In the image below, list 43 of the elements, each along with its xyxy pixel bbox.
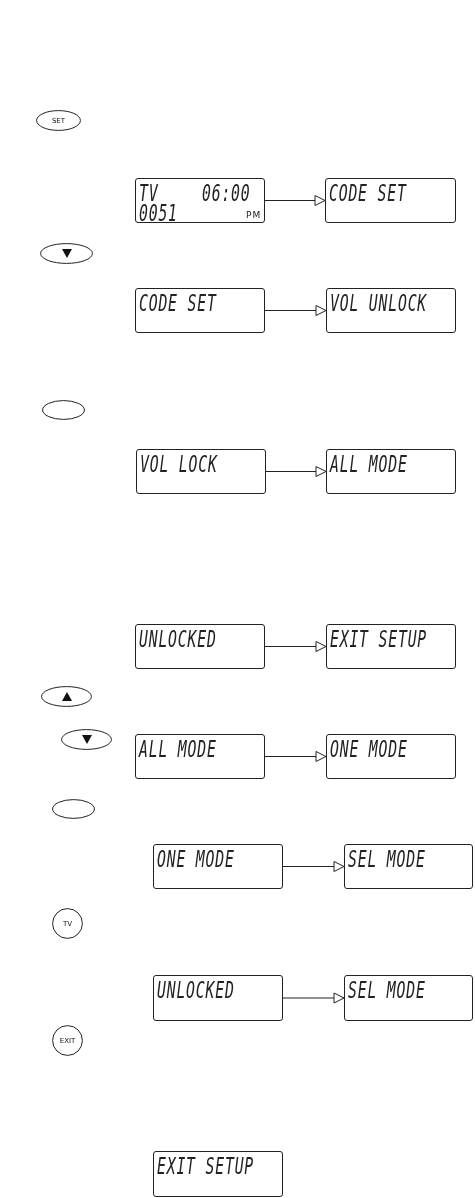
lcd-display — [344, 975, 473, 1021]
remote-button — [42, 400, 85, 420]
display-text: UNLOCKED — [139, 627, 217, 651]
remote-button — [40, 243, 93, 264]
display-text: PM — [246, 211, 262, 220]
remote-button — [61, 729, 112, 750]
arrow — [264, 641, 327, 652]
display-text: ALL MODE — [330, 452, 408, 476]
arrow — [282, 992, 345, 1004]
arrow — [264, 195, 326, 206]
lcd-display — [325, 178, 456, 223]
remote-button — [41, 686, 92, 707]
display-text: SEL MODE — [348, 978, 426, 1002]
lcd-display — [135, 734, 265, 779]
display-text: EXIT SETUP — [157, 1154, 255, 1178]
lcd-display — [326, 624, 456, 669]
display-text: ONE MODE — [157, 847, 235, 871]
display-text: VOL LOCK — [140, 452, 218, 476]
arrow — [264, 305, 327, 316]
lcd-display — [326, 734, 456, 779]
arrow — [264, 751, 327, 762]
display-text: 06:00 — [202, 181, 251, 205]
remote-button — [52, 799, 95, 819]
display-text: SEL MODE — [348, 847, 426, 871]
display-text: ONE MODE — [330, 737, 408, 761]
arrow — [282, 861, 345, 872]
lcd-display — [153, 1151, 283, 1197]
lcd-display — [344, 844, 473, 889]
lcd-display — [135, 178, 265, 223]
lcd-display — [326, 449, 456, 494]
display-text: ALL MODE — [139, 737, 217, 761]
display-text: VOL UNLOCK — [330, 291, 428, 315]
lcd-display — [153, 844, 283, 889]
display-text: CODE SET — [139, 291, 217, 315]
lcd-display — [326, 288, 456, 333]
lcd-display — [136, 449, 266, 494]
display-text: CODE SET — [329, 181, 407, 205]
display-text: EXIT SETUP — [330, 627, 428, 651]
arrow — [265, 466, 327, 477]
lcd-display — [153, 975, 283, 1021]
display-text: UNLOCKED — [157, 978, 235, 1002]
lcd-display — [135, 288, 265, 333]
lcd-display — [135, 624, 265, 669]
